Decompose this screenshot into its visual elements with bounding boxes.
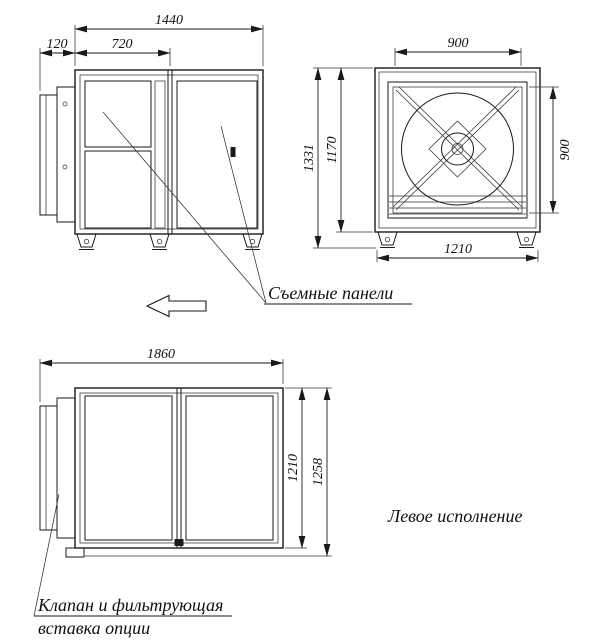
dim-front-opening-height: 900: [558, 140, 573, 161]
dim-side-panel-section: 720: [112, 37, 133, 52]
foot: [516, 231, 537, 246]
airflow-direction-arrow: [145, 294, 207, 318]
top-body-outline: [74, 387, 284, 549]
fan-brace: [392, 86, 517, 208]
panel-latch: [174, 539, 184, 546]
flange-bolt: [62, 101, 68, 107]
dim-front-top-width: 900: [448, 36, 469, 51]
top-panel-left: [84, 395, 173, 541]
valve-filter-callout: Клапан и фильтрующая вставка опции: [33, 493, 232, 638]
front-body-frame: [378, 71, 537, 229]
dim-front-body-height: 1170: [325, 137, 340, 164]
side-feet: [76, 233, 263, 250]
removable-panels-label: Съемные панели: [268, 283, 393, 303]
fan-circle: [401, 92, 514, 206]
side-body-frame: [79, 74, 259, 230]
top-view: 1860 1210 1258: [39, 347, 332, 558]
side-panel-right: [176, 80, 258, 229]
fan-hub-diamond: [428, 120, 487, 178]
top-flange: [56, 397, 76, 539]
foot: [149, 233, 170, 248]
top-panel-right: [185, 395, 274, 541]
foot: [377, 231, 398, 246]
dim-front-total-height: 1331: [302, 144, 317, 172]
front-view: 900 1331 1170 900 1210: [302, 36, 573, 262]
front-opening-frame: [392, 86, 523, 214]
foot: [76, 233, 97, 248]
foot-hole: [384, 236, 391, 243]
side-panel-bottom-left: [84, 150, 152, 229]
foot-hole: [83, 238, 90, 245]
left-version-label: Левое исполнение: [387, 506, 522, 526]
valve-note-line1: Клапан и фильтрующая: [37, 595, 223, 615]
callout-leader: [33, 493, 60, 617]
dim-front-bottom-width: 1210: [444, 242, 472, 257]
fan-hub-center: [451, 143, 464, 155]
removable-panels-callout: Съемные панели: [102, 111, 412, 305]
top-bottom-fitting: [65, 547, 85, 558]
side-flange: [56, 86, 76, 223]
foot-hole: [523, 236, 530, 243]
dim-top-total-length: 1860: [147, 347, 175, 362]
foot-hole: [156, 238, 163, 245]
front-panel-frame: [387, 81, 528, 219]
dim-side-total-width: 1440: [155, 13, 183, 28]
front-body-outline: [374, 67, 541, 233]
front-feet: [377, 231, 537, 248]
dim-top-body-depth: 1210: [286, 454, 301, 482]
dim-top-total-depth: 1258: [311, 458, 326, 486]
top-duct: [39, 405, 58, 531]
valve-note-line2: вставка опции: [38, 618, 150, 638]
dim-side-duct-flange: 120: [47, 37, 68, 52]
side-panel-strip: [154, 80, 166, 229]
fan-hub: [441, 132, 474, 166]
panel-latch: [230, 147, 236, 157]
side-panel-top-left: [84, 80, 152, 148]
top-body-frame: [79, 392, 279, 544]
side-view: 1440 120 720: [39, 13, 264, 250]
fan-brace: [395, 89, 520, 211]
side-duct: [39, 94, 58, 216]
callout-leader: [102, 111, 267, 304]
foot: [242, 233, 263, 248]
callout-leader: [220, 125, 267, 304]
flange-bolt: [62, 164, 68, 170]
